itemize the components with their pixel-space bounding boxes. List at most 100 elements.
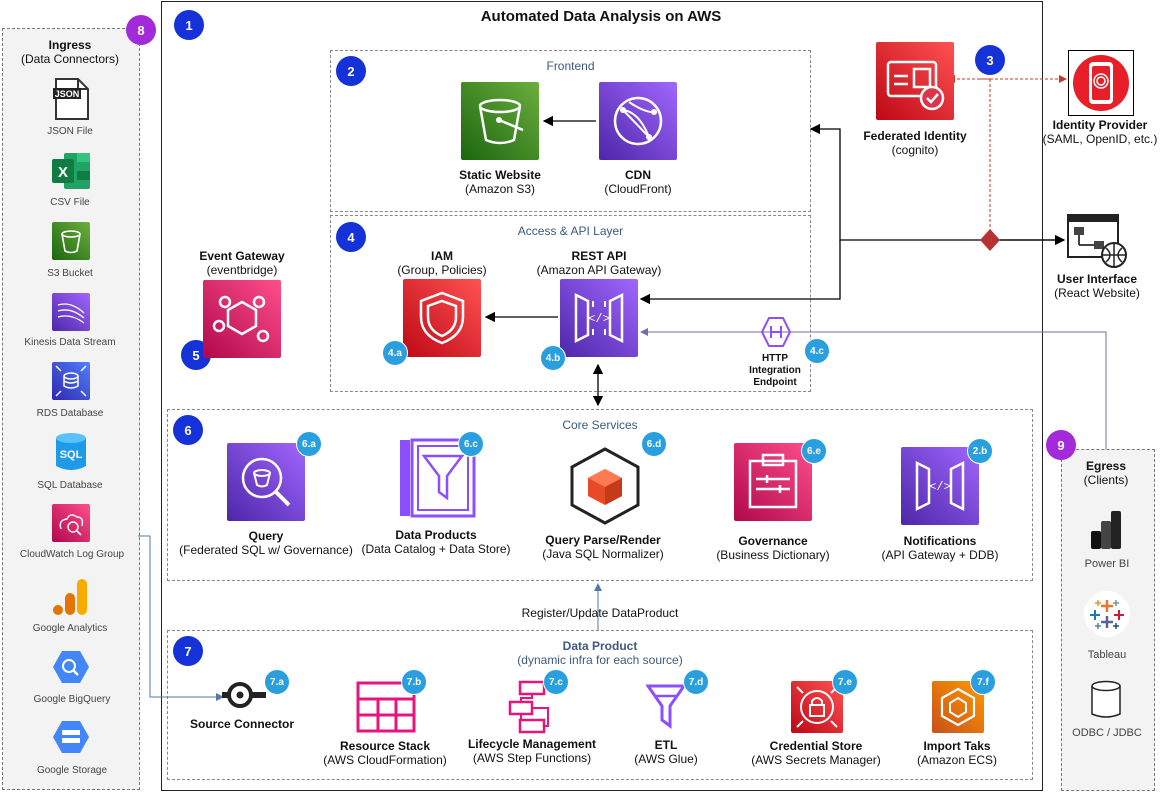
- credential-store-sub: (AWS Secrets Manager): [751, 753, 881, 767]
- sub-badge-2b: 2.b: [967, 438, 993, 464]
- svg-text:X: X: [58, 164, 68, 181]
- egress-powerbi-label: Power BI: [1084, 558, 1130, 570]
- governance-name: Governance: [738, 534, 808, 548]
- lifecycle-sub: (AWS Step Functions): [472, 751, 592, 765]
- identity-provider-name: Identity Provider: [1052, 118, 1148, 132]
- cdn-icon: [599, 82, 677, 160]
- ingress-subtitle: (Data Connectors): [20, 52, 120, 66]
- iam-sub: (Group, Policies): [397, 263, 487, 277]
- sub-badge-6e: 6.e: [801, 438, 827, 464]
- egress-title: Egress: [1085, 459, 1127, 473]
- rest-api-icon: </>: [560, 279, 638, 357]
- ingress-kinesis-label: Kinesis Data Stream: [24, 337, 116, 348]
- ingress-json-label: JSON File: [47, 126, 93, 137]
- governance-icon: [734, 443, 812, 521]
- ingress-s3-label: S3 Bucket: [47, 268, 93, 279]
- data-product-subtitle: (dynamic infra for each source): [517, 653, 683, 667]
- event-gateway-icon: [203, 280, 281, 358]
- static-website-icon: [461, 82, 539, 160]
- sub-badge-7c: 7.c: [543, 669, 569, 695]
- etl-icon: [646, 684, 686, 729]
- sub-badge-6c: 6.c: [458, 431, 484, 457]
- source-connector-name: Source Connector: [189, 717, 295, 731]
- egress-subtitle: (Clients): [1083, 473, 1129, 487]
- badge-1: 1: [174, 10, 204, 40]
- rest-api-name: REST API: [571, 249, 627, 263]
- tableau-icon: [1084, 591, 1130, 637]
- import-task-name: Import Taks: [923, 739, 991, 753]
- badge-2: 2: [336, 56, 366, 86]
- sub-badge-7d: 7.d: [683, 669, 709, 695]
- cdn-sub: (CloudFront): [604, 182, 672, 196]
- sub-badge-7f: 7.f: [970, 669, 996, 695]
- svg-text:JSON: JSON: [55, 89, 80, 99]
- lifecycle-icon: [508, 680, 549, 734]
- ingress-bigquery-label: Google BigQuery: [33, 694, 111, 705]
- rds-icon: [52, 362, 90, 400]
- ingress-rds-label: RDS Database: [36, 408, 104, 419]
- badge-4: 4: [336, 222, 366, 252]
- json-file-icon: JSON: [53, 78, 89, 120]
- access-api-title: Access & API Layer: [517, 224, 624, 238]
- sub-badge-7a: 7.a: [264, 669, 290, 695]
- svg-text:SQL: SQL: [60, 449, 83, 461]
- bigquery-icon: [53, 651, 89, 683]
- iam-name: IAM: [431, 249, 453, 263]
- user-interface-sub: (React Website): [1054, 286, 1140, 300]
- sub-badge-6d: 6.d: [641, 431, 667, 457]
- egress-odbc-label: ODBC / JDBC: [1072, 727, 1142, 739]
- notifications-icon: </>: [901, 447, 979, 525]
- svg-text:</>: </>: [929, 480, 951, 494]
- ingress-storage-label: Google Storage: [36, 765, 108, 776]
- core-services-title: Core Services: [562, 418, 638, 432]
- query-sub: (Federated SQL w/ Governance): [179, 543, 353, 557]
- user-interface-icon: [1067, 214, 1127, 268]
- sub-badge-7e: 7.e: [832, 669, 858, 695]
- etl-name: ETL: [654, 738, 678, 752]
- query-name: Query: [248, 529, 284, 543]
- sub-badge-7b: 7.b: [401, 669, 427, 695]
- frontend-group: Frontend: [330, 50, 811, 212]
- badge-6: 6: [173, 415, 203, 445]
- iam-icon: [403, 279, 481, 357]
- badge-9: 9: [1046, 430, 1076, 460]
- database-cylinder-icon: [1091, 680, 1121, 718]
- kinesis-icon: [52, 293, 90, 331]
- http-label-2: Integration: [749, 365, 801, 376]
- source-connector-icon: [222, 682, 266, 708]
- http-endpoint-icon: [760, 317, 792, 347]
- static-website-name: Static Website: [459, 168, 541, 182]
- lifecycle-name: Lifecycle Management: [467, 737, 597, 751]
- excel-icon: X: [52, 153, 90, 189]
- notifications-sub: (API Gateway + DDB): [881, 548, 999, 562]
- data-products-sub: (Data Catalog + Data Store): [361, 542, 511, 556]
- etl-sub: (AWS Glue): [634, 752, 698, 766]
- notifications-name: Notifications: [903, 534, 977, 548]
- google-analytics-icon: [53, 579, 87, 615]
- event-gateway-name: Event Gateway: [199, 249, 285, 263]
- query-parse-sub: (Java SQL Normalizer): [542, 547, 664, 561]
- ingress-cloudwatch-label: CloudWatch Log Group: [19, 549, 125, 560]
- resource-stack-sub: (AWS CloudFormation): [323, 753, 447, 767]
- core-services-group: Core Services: [167, 409, 1033, 581]
- event-gateway-sub: (eventbridge): [206, 263, 278, 277]
- federated-identity-name: Federated Identity: [863, 129, 967, 143]
- cdn-name: CDN: [625, 168, 651, 182]
- import-task-sub: (Amazon ECS): [916, 753, 998, 767]
- query-parse-icon: [570, 447, 640, 525]
- data-product-title: Data Product: [562, 639, 638, 653]
- cloudwatch-icon: [52, 504, 90, 542]
- data-product-group: Data Product (dynamic infra for each sou…: [167, 630, 1033, 780]
- rest-api-sub: (Amazon API Gateway): [536, 263, 662, 277]
- frontend-title: Frontend: [546, 59, 595, 73]
- egress-tableau-label: Tableau: [1087, 649, 1127, 661]
- data-products-name: Data Products: [395, 528, 477, 542]
- query-icon: [227, 443, 305, 521]
- federated-identity-sub: (cognito): [891, 143, 939, 157]
- static-website-sub: (Amazon S3): [464, 182, 536, 196]
- query-parse-name: Query Parse/Render: [545, 533, 661, 547]
- sub-badge-4a: 4.a: [382, 340, 408, 366]
- ingress-sql-label: SQL Database: [37, 480, 103, 491]
- resource-stack-icon: [356, 681, 416, 733]
- google-storage-icon: [53, 721, 89, 753]
